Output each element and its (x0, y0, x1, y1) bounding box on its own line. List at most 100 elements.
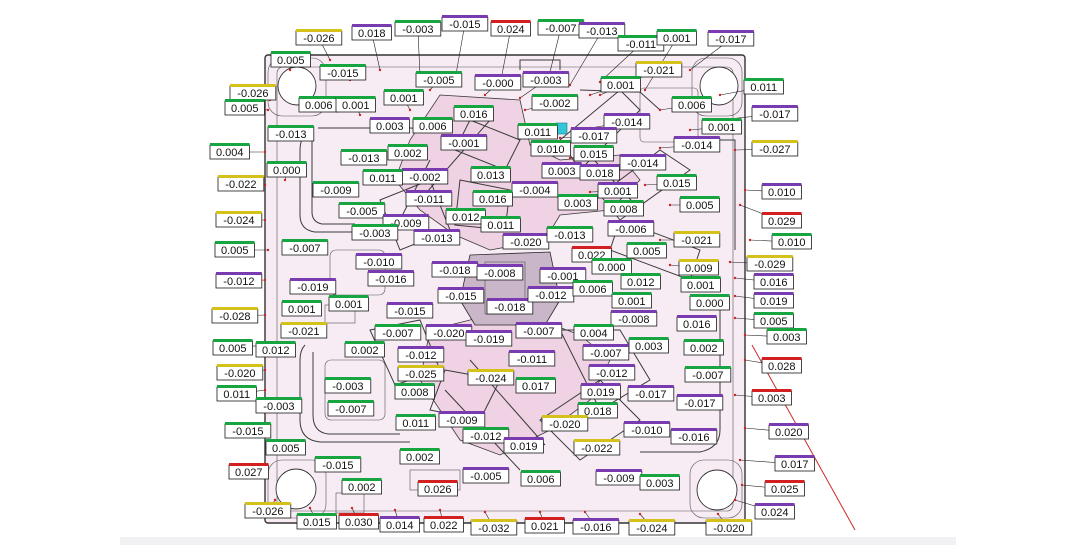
label-color-bar (558, 194, 598, 197)
deviation-label: -0.014 (603, 113, 651, 130)
deviation-label: 0.024 (490, 20, 531, 37)
label-value: -0.012 (596, 368, 627, 380)
label-value: 0.001 (618, 296, 646, 308)
label-value: 0.021 (531, 521, 559, 533)
label-value: 0.006 (579, 284, 607, 296)
deviation-label: -0.016 (367, 270, 415, 287)
measure-point (740, 483, 744, 487)
label-color-bar (339, 202, 385, 205)
label-value: 0.000 (598, 262, 626, 274)
label-value: 0.011 (487, 220, 514, 232)
label-color-bar (271, 51, 311, 54)
deviation-label: 0.030 (338, 513, 379, 530)
label-value: -0.008 (484, 268, 515, 280)
leader-line (569, 30, 603, 86)
label-color-bar (521, 470, 561, 473)
label-color-bar (747, 255, 793, 258)
label-color-bar (217, 364, 263, 367)
label-value: 0.009 (685, 263, 713, 275)
label-color-bar (762, 183, 802, 186)
deviation-label: 0.029 (761, 212, 802, 229)
measure-point (733, 148, 737, 152)
corner-holes (267, 57, 743, 519)
label-color-bar (388, 144, 428, 147)
deviation-label: 0.004 (209, 143, 250, 160)
deviation-label: 0.001 (383, 89, 424, 106)
label-value: -0.007 (692, 370, 723, 382)
label-color-bar (325, 377, 371, 380)
label-color-bar (297, 513, 337, 516)
label-value: -0.007 (289, 243, 320, 255)
deviation-label: -0.009 (595, 469, 643, 486)
label-color-bar (336, 96, 376, 99)
deviation-label: -0.001 (539, 267, 587, 284)
deviation-label: 0.015 (573, 145, 614, 162)
deviation-label: -0.015 (386, 302, 434, 319)
label-color-bar (398, 346, 444, 349)
deviation-label: 0.005 (679, 196, 720, 213)
deviation-label: -0.011 (617, 35, 665, 52)
deviation-label: 0.012 (255, 341, 296, 358)
label-value: 0.024 (497, 24, 525, 36)
label-color-bar (580, 164, 620, 167)
label-value: -0.009 (320, 185, 351, 197)
deviation-label: -0.012 (462, 427, 510, 444)
deviation-label: -0.026 (229, 84, 277, 101)
label-value: -0.019 (297, 282, 328, 294)
label-value: -0.015 (449, 19, 480, 31)
label-color-bar (578, 402, 618, 405)
deviation-label: -0.017 (676, 394, 724, 411)
label-color-bar (681, 276, 721, 279)
deviation-label: -0.014 (673, 136, 721, 153)
measure-point (588, 190, 592, 194)
label-color-bar (363, 169, 403, 172)
label-color-bar (215, 241, 255, 244)
label-value: 0.013 (477, 170, 505, 182)
label-value: 0.006 (527, 474, 555, 486)
label-value: -0.015 (322, 460, 353, 472)
label-color-bar (601, 76, 641, 79)
label-value: -0.017 (715, 34, 746, 46)
measure-point (428, 88, 432, 92)
label-color-bar (684, 339, 724, 342)
label-value: -0.018 (439, 265, 470, 277)
deviation-label: 0.003 (557, 194, 598, 211)
label-color-bar (767, 328, 807, 331)
deviation-label: -0.009 (312, 181, 360, 198)
label-value: 0.003 (635, 341, 663, 353)
label-value: 0.005 (633, 246, 661, 258)
label-value: 0.005 (277, 55, 305, 67)
label-value: -0.012 (405, 350, 436, 362)
deviation-label: 0.001 (597, 182, 638, 199)
label-value: 0.019 (510, 441, 538, 453)
label-value: 0.003 (564, 198, 592, 210)
label-color-bar (516, 377, 556, 380)
label-color-bar (542, 415, 588, 418)
deviation-label: 0.002 (341, 478, 382, 495)
label-value: 0.019 (760, 296, 788, 308)
label-color-bar (581, 383, 621, 386)
deviation-label: 0.019 (753, 292, 794, 309)
measure-point (438, 508, 442, 512)
deviation-label: 0.006 (671, 96, 712, 113)
label-color-bar (679, 259, 719, 262)
label-color-bar (345, 341, 385, 344)
label-value: 0.005 (272, 443, 300, 455)
label-value: 0.011 (223, 389, 250, 401)
measure-point (743, 358, 747, 362)
deviation-label: -0.009 (438, 411, 486, 428)
label-value: 0.016 (460, 109, 488, 121)
label-color-bar (752, 389, 792, 392)
label-color-bar (604, 200, 644, 203)
label-color-bar (744, 78, 784, 81)
deviation-label: -0.018 (431, 261, 479, 278)
label-value: 0.012 (452, 212, 480, 224)
label-value: -0.017 (578, 131, 609, 143)
label-color-bar (282, 239, 328, 242)
label-color-bar (210, 143, 250, 146)
label-color-bar (754, 312, 794, 315)
deviation-label: 0.011 (362, 169, 403, 186)
label-value: -0.011 (414, 194, 444, 206)
deviation-label: 0.012 (445, 208, 486, 225)
measure-point (266, 108, 270, 112)
